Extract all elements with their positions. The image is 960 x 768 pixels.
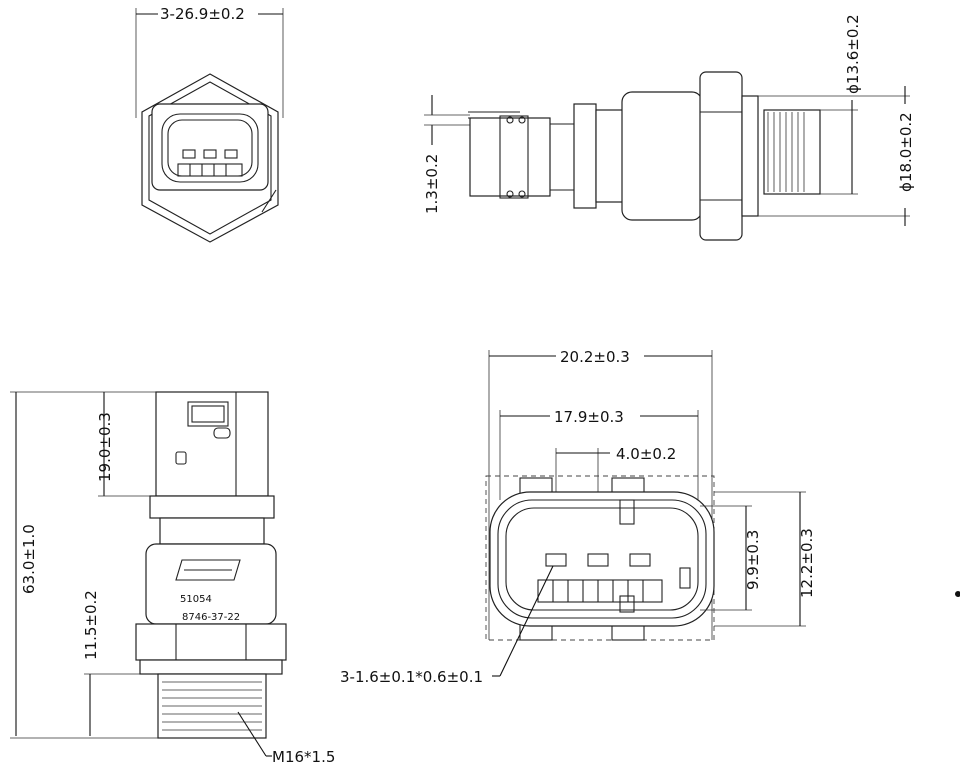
thread-spec-label: M16*1.5 bbox=[272, 748, 335, 766]
face-socket-outer bbox=[489, 491, 715, 627]
pin-spec-label: 3-1.6±0.1*0.6±0.1 bbox=[340, 668, 483, 686]
pin-1-icon bbox=[182, 149, 196, 159]
pin-3-icon bbox=[224, 149, 238, 159]
hex-width-label: 3-26.9±0.2 bbox=[160, 5, 245, 23]
connector-socket bbox=[161, 113, 259, 183]
connector-housing bbox=[151, 103, 269, 191]
brand-logo bbox=[175, 559, 241, 581]
front-view: 63.0±1.0 19.0±0.3 11.5±0.2 51054 8746-37… bbox=[10, 391, 335, 766]
thread-small-dia-label: ϕ13.6±0.2 bbox=[844, 14, 862, 94]
side-body-cylinder bbox=[621, 91, 703, 221]
face-pin-2 bbox=[587, 553, 609, 567]
side-view: 1.3±0.2 ϕ13. bbox=[423, 14, 915, 241]
part-number: 51054 bbox=[180, 594, 212, 605]
front-connector bbox=[155, 391, 269, 497]
connector-length-label: 19.0±0.3 bbox=[96, 412, 114, 482]
thread-large-dia-label: ϕ18.0±0.2 bbox=[897, 112, 915, 192]
connector-inner-width-label: 17.9±0.3 bbox=[554, 408, 624, 426]
connector-face-view: 20.2±0.3 17.9±0.3 4.0±0.2 bbox=[340, 348, 816, 686]
latch-comb bbox=[177, 163, 243, 177]
edge-mark bbox=[955, 591, 960, 597]
face-pin-1 bbox=[545, 553, 567, 567]
face-key bbox=[619, 499, 635, 525]
total-length-label: 63.0±1.0 bbox=[20, 524, 38, 594]
inner-height-label: 9.9±0.3 bbox=[744, 530, 762, 590]
thread-lines bbox=[767, 112, 805, 192]
thread-length-label: 11.5±0.2 bbox=[82, 590, 100, 660]
front-hex-nut bbox=[135, 623, 287, 661]
hex-inner-outline bbox=[148, 81, 272, 235]
face-latch-comb bbox=[537, 579, 663, 603]
side-connector bbox=[469, 117, 551, 197]
connector-width-label: 20.2±0.3 bbox=[560, 348, 630, 366]
serial-number: 8746-37-22 bbox=[182, 612, 240, 623]
pin-pitch-label: 4.0±0.2 bbox=[616, 445, 676, 463]
top-view: 3-26.9±0.2 bbox=[135, 5, 284, 243]
pin-offset-label: 1.3±0.2 bbox=[423, 154, 441, 214]
face-pin-3 bbox=[629, 553, 651, 567]
pin-2-icon bbox=[203, 149, 217, 159]
outer-height-label: 12.2±0.3 bbox=[798, 528, 816, 598]
side-hex-nut bbox=[699, 71, 743, 241]
side-collar bbox=[573, 103, 597, 209]
